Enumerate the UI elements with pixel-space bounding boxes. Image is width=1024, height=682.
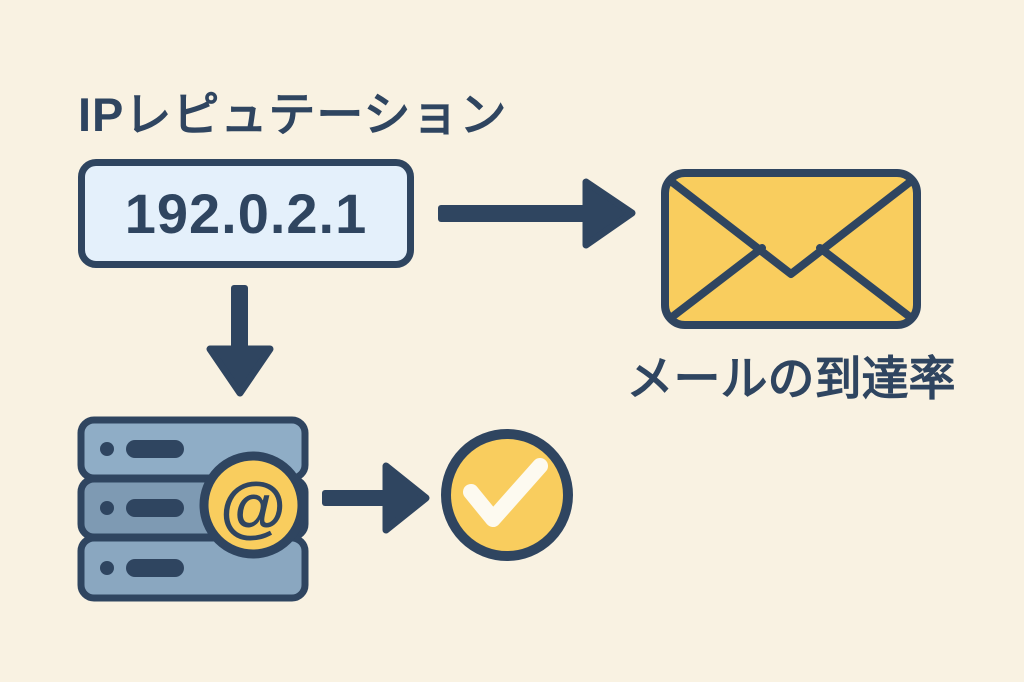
deliverability-label: メールの到達率 xyxy=(626,352,956,405)
arrow-right-icon xyxy=(322,462,430,534)
ip-address-value: 192.0.2.1 xyxy=(124,182,368,245)
at-symbol: @ xyxy=(220,469,286,545)
ip-address-box: 192.0.2.1 xyxy=(78,159,414,268)
diagram-title: IPレピュテーション xyxy=(78,88,508,141)
envelope-icon xyxy=(661,169,921,329)
arrow-right-icon xyxy=(438,178,636,249)
checkmark-badge-icon xyxy=(441,429,573,561)
checkmark-icon xyxy=(463,458,548,527)
arrow-down-icon xyxy=(206,285,274,397)
at-symbol-badge-icon: @ xyxy=(199,451,307,559)
mail-server-icon: @ xyxy=(77,416,309,602)
